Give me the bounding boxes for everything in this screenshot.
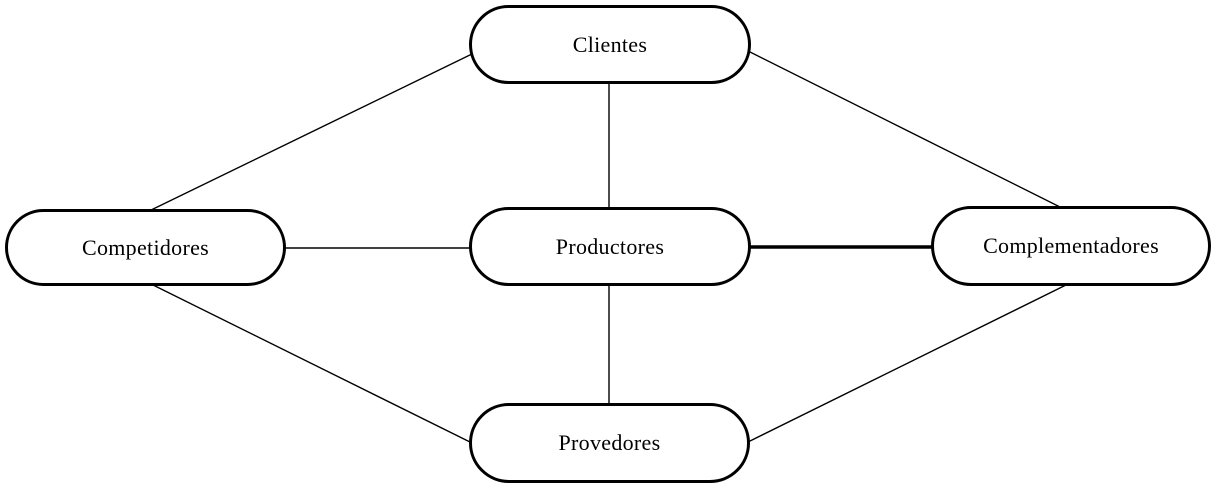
edge-clientes-competidores <box>146 52 475 213</box>
edge-competidores-provedores <box>146 281 473 444</box>
node-provedores-label: Provedores <box>558 430 661 455</box>
node-productores: Productores <box>469 207 751 286</box>
node-complementadores-label: Complementadores <box>983 233 1159 258</box>
node-productores-label: Productores <box>555 233 665 259</box>
node-competidores: Competidores <box>5 209 286 286</box>
node-competidores-label: Competidores <box>81 234 210 260</box>
edge-provedores-complementadores <box>747 282 1071 443</box>
node-provedores: Provedores <box>469 403 750 483</box>
node-clientes-label: Clientes <box>572 31 648 57</box>
edge-clientes-complementadores <box>745 49 1071 213</box>
node-complementadores: Complementadores <box>931 206 1211 286</box>
node-clientes: Clientes <box>469 5 751 84</box>
